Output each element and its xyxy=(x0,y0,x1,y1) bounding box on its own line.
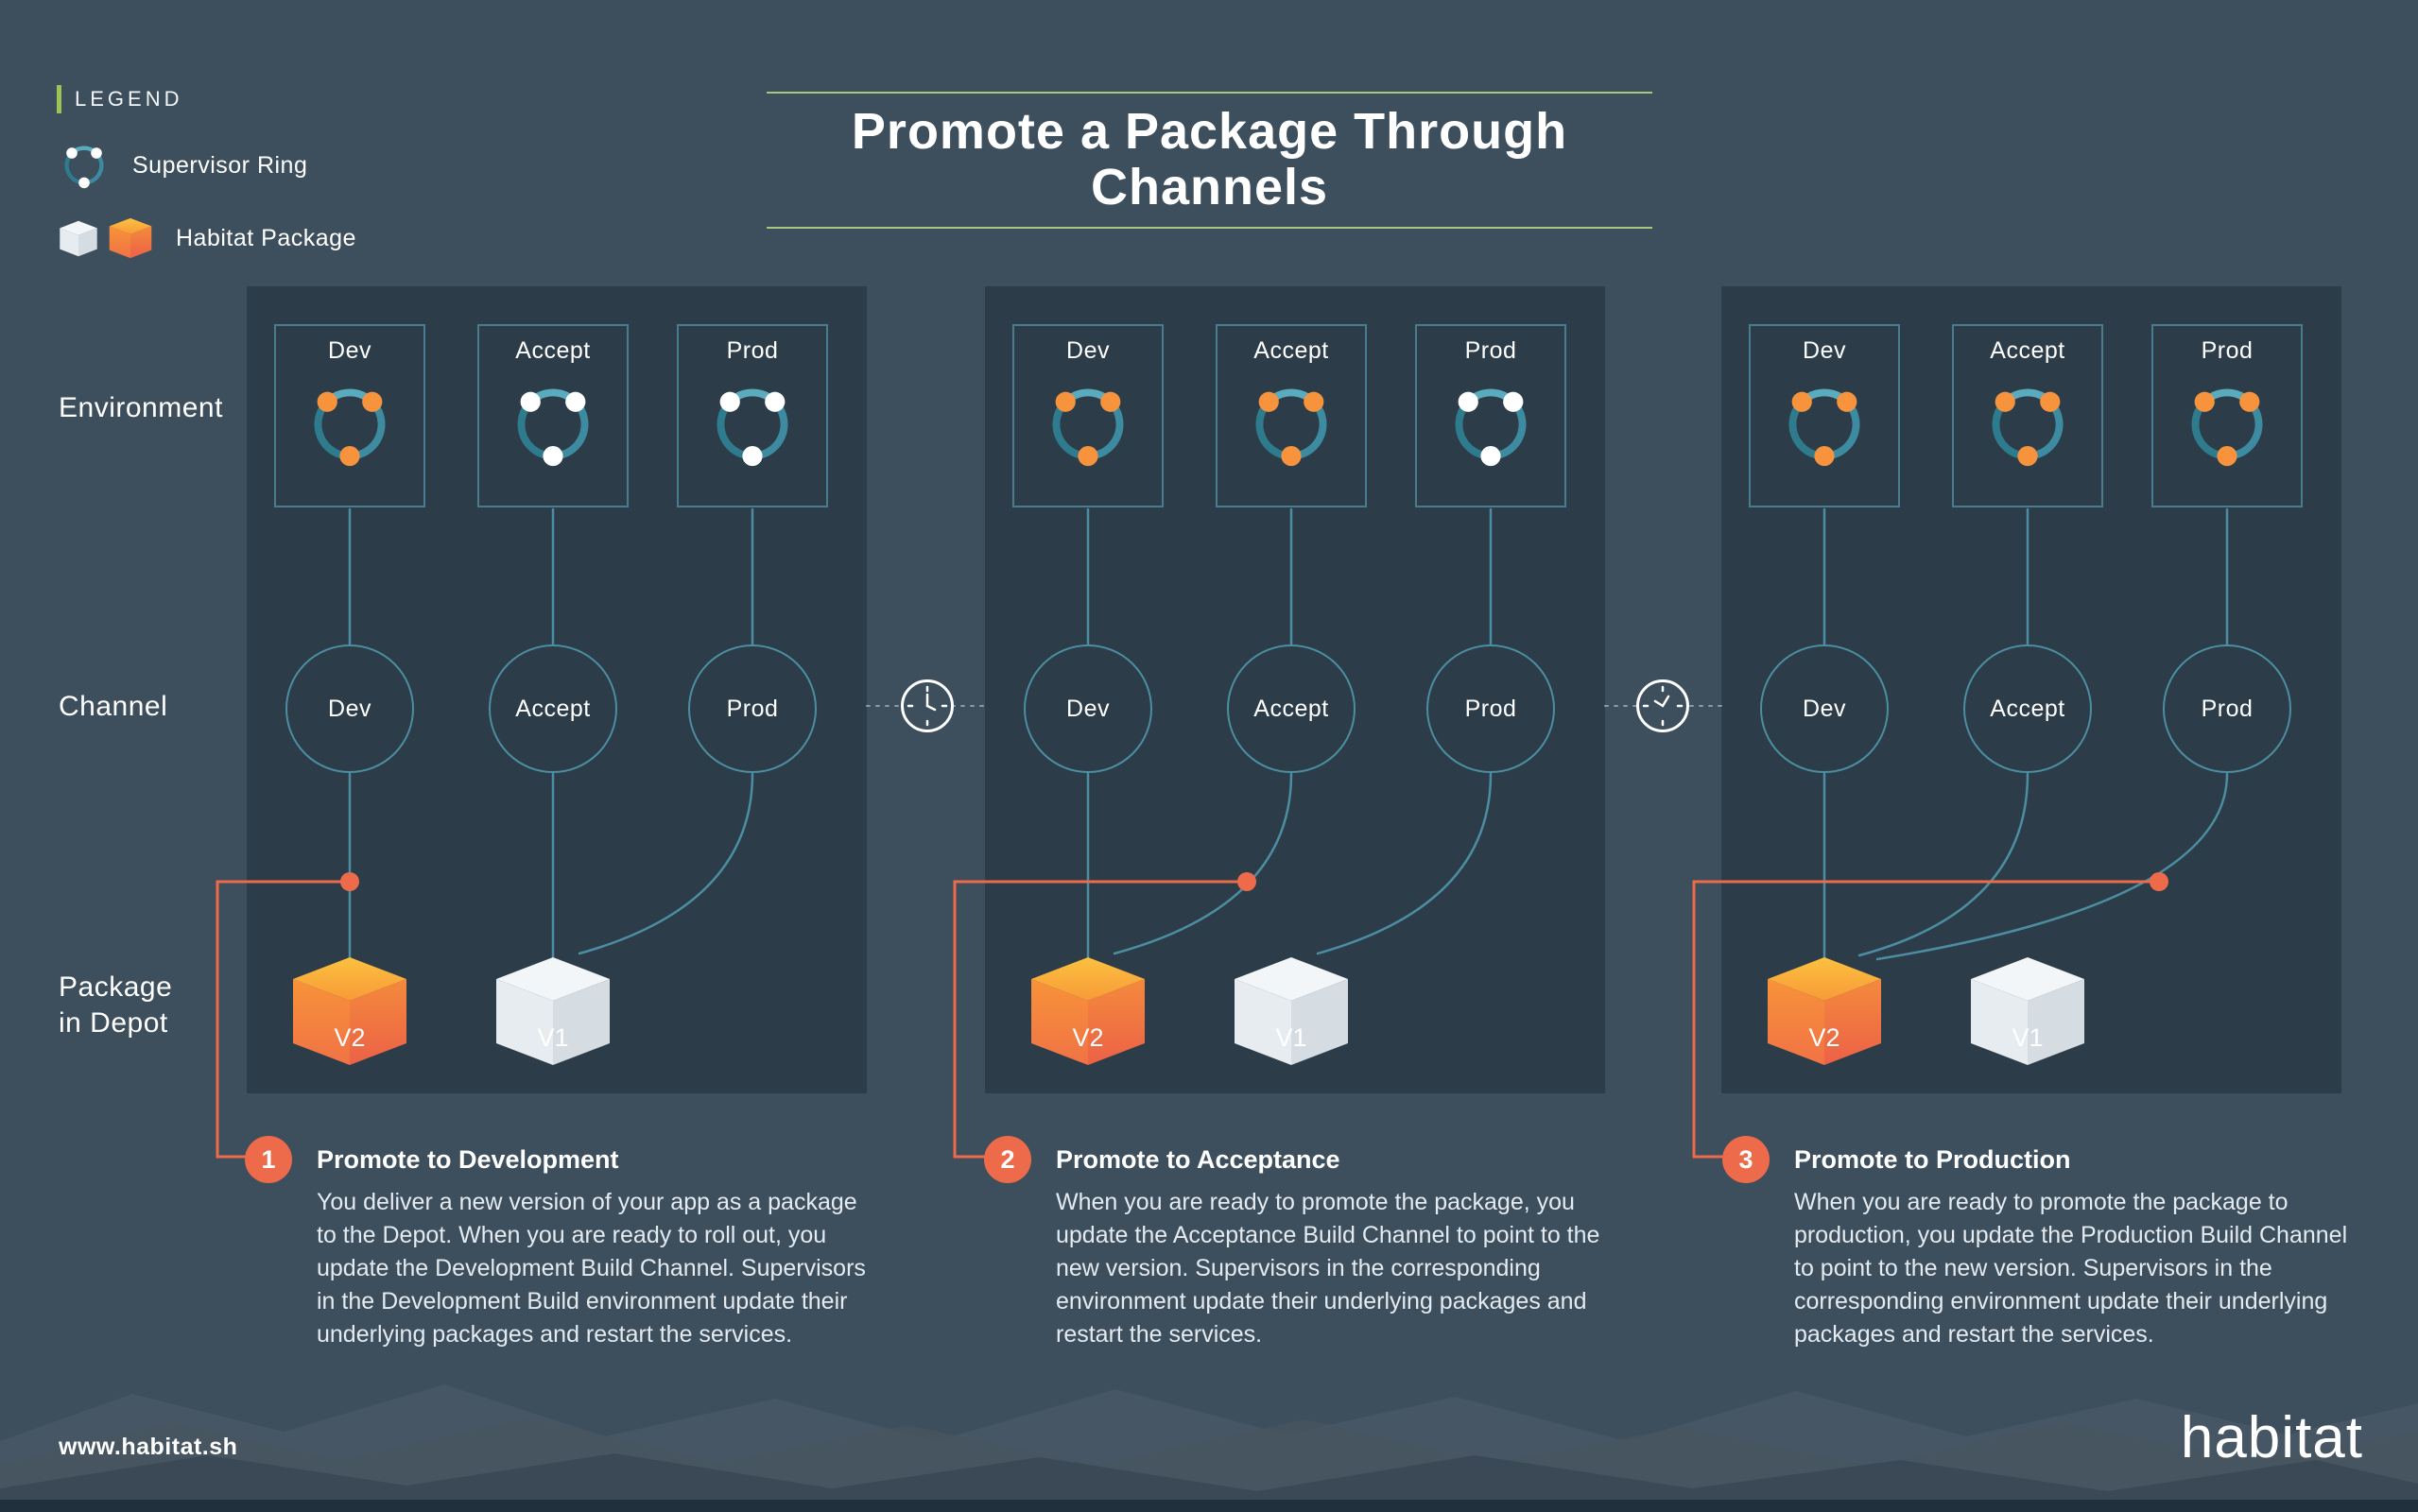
clock-icon xyxy=(901,679,954,732)
environment-box-dev: Dev xyxy=(1749,324,1900,507)
legend-habitat-package-label: Habitat Package xyxy=(176,224,356,251)
channel-circle-accept: Accept xyxy=(1963,644,2092,773)
environment-box-dev: Dev xyxy=(1012,324,1164,507)
package-version-label: V2 xyxy=(1808,1023,1839,1052)
channel-label: Prod xyxy=(726,695,779,722)
package-cube-v2: V2 xyxy=(293,957,406,1065)
package-cube-v2: V2 xyxy=(1768,957,1881,1065)
title-rule-top xyxy=(767,92,1652,94)
legend-title: LEGEND xyxy=(75,87,183,111)
supervisor-ring-icon xyxy=(1455,388,1527,467)
package-version-label: V2 xyxy=(1072,1023,1103,1052)
environment-label: Prod xyxy=(1464,337,1517,364)
environment-label: Prod xyxy=(2201,337,2254,364)
supervisor-ring-icon xyxy=(717,388,788,467)
channel-label: Accept xyxy=(1990,695,2065,722)
package-version-label: V1 xyxy=(1275,1023,1306,1052)
channel-circle-accept: Accept xyxy=(1227,644,1356,773)
channel-label: Accept xyxy=(515,695,591,722)
habitat-package-white-icon xyxy=(60,220,97,256)
package-cube-v1: V1 xyxy=(496,957,610,1065)
supervisor-ring-icon xyxy=(2191,388,2263,467)
step-1: 1 Promote to Development You deliver a n… xyxy=(245,1136,876,1351)
channel-circle-prod: Prod xyxy=(688,644,817,773)
environment-box-accept: Accept xyxy=(1952,324,2103,507)
step-title: Promote to Production xyxy=(1794,1145,2071,1174)
step-description: When you are ready to promote the packag… xyxy=(1056,1189,1600,1348)
channel-circle-dev: Dev xyxy=(285,644,414,773)
legend-accent-bar xyxy=(57,85,61,113)
channel-circle-dev: Dev xyxy=(1024,644,1152,773)
package-cube-v1: V1 xyxy=(1971,957,2084,1065)
legend-item-supervisor-ring: Supervisor Ring xyxy=(57,138,356,193)
package-version-label: V1 xyxy=(537,1023,568,1052)
environment-label: Accept xyxy=(1253,337,1329,364)
title-block: Promote a Package Through Channels xyxy=(767,92,1652,229)
package-cube-v2: V2 xyxy=(1031,957,1145,1065)
step-description: You deliver a new version of your app as… xyxy=(317,1189,866,1348)
step-description: When you are ready to promote the packag… xyxy=(1794,1189,2348,1348)
step-2: 2 Promote to Acceptance When you are rea… xyxy=(984,1136,1615,1351)
channel-label: Prod xyxy=(1464,695,1517,722)
row-label-package-in-depot: Package in Depot xyxy=(59,971,173,1039)
habitat-logo: habitat xyxy=(2180,1405,2363,1470)
step-title: Promote to Development xyxy=(317,1145,619,1174)
environment-box-accept: Accept xyxy=(477,324,629,507)
clock-icon xyxy=(1636,679,1689,732)
environment-box-prod: Prod xyxy=(1415,324,1566,507)
environment-label: Accept xyxy=(515,337,591,364)
channel-circle-dev: Dev xyxy=(1760,644,1889,773)
channel-circle-prod: Prod xyxy=(1426,644,1555,773)
channel-circle-prod: Prod xyxy=(2163,644,2291,773)
package-version-label: V2 xyxy=(334,1023,365,1052)
environment-label: Dev xyxy=(1803,337,1846,364)
channel-label: Prod xyxy=(2201,695,2254,722)
channel-label: Dev xyxy=(1803,695,1846,722)
supervisor-ring-icon xyxy=(1255,388,1327,467)
supervisor-ring-icon xyxy=(1992,388,2064,467)
site-url: www.habitat.sh xyxy=(59,1434,238,1460)
row-label-channel: Channel xyxy=(59,691,168,722)
channel-label: Dev xyxy=(1066,695,1110,722)
step-title: Promote to Acceptance xyxy=(1056,1145,1340,1174)
stage-panel-production: Dev Accept Prod Dev Accept Prod xyxy=(1721,286,2341,1093)
supervisor-ring-icon xyxy=(64,146,104,189)
step-number-badge: 3 xyxy=(1722,1136,1770,1183)
channel-circle-accept: Accept xyxy=(489,644,617,773)
legend: LEGEND Supervisor Ring xyxy=(57,85,356,259)
habitat-package-orange-icon xyxy=(109,217,152,259)
supervisor-ring-icon xyxy=(517,388,589,467)
environment-box-prod: Prod xyxy=(2151,324,2303,507)
environment-label: Dev xyxy=(328,337,371,364)
mountain-footer-art xyxy=(0,1384,2418,1512)
environment-box-prod: Prod xyxy=(677,324,828,507)
row-label-environment: Environment xyxy=(59,392,223,423)
supervisor-ring-icon xyxy=(314,388,386,467)
page-title: Promote a Package Through Channels xyxy=(851,103,1568,216)
step-number-badge: 1 xyxy=(245,1136,292,1183)
step-3: 3 Promote to Production When you are rea… xyxy=(1722,1136,2354,1351)
step-number-badge: 2 xyxy=(984,1136,1031,1183)
stage-panel-acceptance: Dev Accept Prod Dev Accept Prod xyxy=(985,286,1605,1093)
environment-label: Prod xyxy=(726,337,779,364)
legend-item-habitat-package: Habitat Package xyxy=(57,217,356,259)
environment-box-accept: Accept xyxy=(1216,324,1367,507)
legend-supervisor-ring-label: Supervisor Ring xyxy=(132,151,308,179)
connection-lines xyxy=(348,507,754,959)
package-cube-v1: V1 xyxy=(1235,957,1348,1065)
environment-label: Accept xyxy=(1990,337,2065,364)
supervisor-ring-icon xyxy=(1788,388,1860,467)
channel-label: Dev xyxy=(328,695,371,722)
environment-box-dev: Dev xyxy=(274,324,425,507)
stage-panel-development: Dev Accept Prod Dev Accept Prod xyxy=(247,286,867,1093)
environment-label: Dev xyxy=(1066,337,1110,364)
package-version-label: V1 xyxy=(2012,1023,2043,1052)
title-rule-bottom xyxy=(767,226,1652,229)
channel-label: Accept xyxy=(1253,695,1329,722)
supervisor-ring-icon xyxy=(1052,388,1124,467)
